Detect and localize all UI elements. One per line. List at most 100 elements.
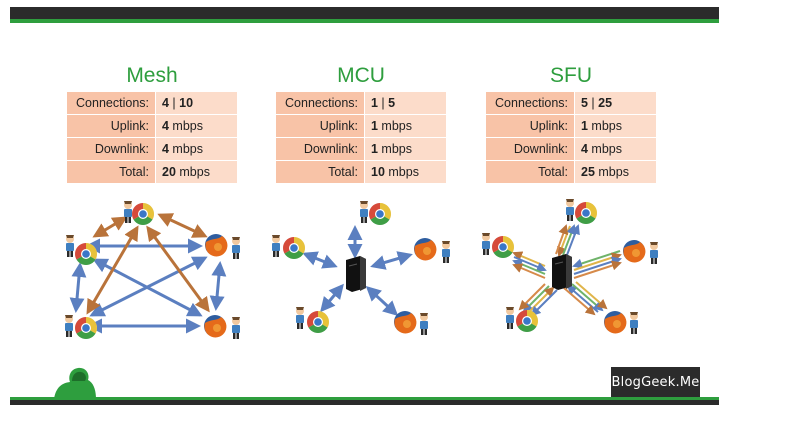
stats-row: Connections:4 | 10	[67, 92, 237, 114]
stats-value: 4 mbps	[156, 115, 237, 137]
firefox-browser-icon	[205, 234, 228, 257]
sfu-title: SFU	[550, 64, 592, 87]
stats-row: Total:20 mbps	[67, 161, 237, 183]
stats-value: 25 mbps	[575, 161, 656, 183]
stats-value: 4 mbps	[156, 138, 237, 160]
stats-label: Connections:	[276, 92, 364, 114]
sfu-link	[527, 286, 555, 314]
sfu-link	[572, 250, 621, 269]
user-figure-icon	[124, 201, 132, 223]
sfu-diagram	[482, 199, 658, 334]
mesh-link	[69, 262, 87, 313]
chrome-browser-icon	[75, 243, 97, 265]
chrome-browser-icon	[516, 310, 538, 332]
chrome-browser-icon	[307, 311, 329, 333]
user-figure-icon	[650, 242, 658, 264]
sfu-link	[555, 224, 569, 255]
firefox-browser-icon	[623, 240, 646, 263]
mcu-link	[302, 251, 338, 269]
user-figure-icon	[566, 199, 574, 221]
user-figure-icon	[66, 235, 74, 257]
sfu-stats-table: Connections:5 | 25 Uplink:1 mbps Downlin…	[486, 92, 656, 184]
stats-value: 4 | 10	[156, 92, 237, 114]
sfu-link	[573, 256, 622, 275]
stats-label: Connections:	[486, 92, 574, 114]
mesh-link	[146, 225, 210, 313]
stats-row: Total:10 mbps	[276, 161, 446, 183]
mesh-link	[157, 213, 208, 238]
user-figure-icon	[65, 315, 73, 337]
stats-row: Downlink:1 mbps	[276, 138, 446, 160]
stats-row: Downlink:4 mbps	[67, 138, 237, 160]
stats-row: Uplink:1 mbps	[276, 115, 446, 137]
user-figure-icon	[232, 237, 240, 259]
user-figure-icon	[360, 201, 368, 223]
mcu-link	[320, 283, 344, 313]
user-figure-icon	[232, 317, 240, 339]
stats-label: Downlink:	[486, 138, 574, 160]
sfu-link	[530, 289, 558, 317]
server-icon	[345, 255, 367, 293]
stats-row: Total:25 mbps	[486, 161, 656, 183]
user-figure-icon	[420, 313, 428, 335]
mesh-link	[92, 216, 128, 238]
sfu-link	[563, 287, 596, 316]
chrome-browser-icon	[132, 203, 154, 225]
stats-value: 1 mbps	[575, 115, 656, 137]
sfu-link	[566, 224, 580, 256]
header-dark-bar	[10, 7, 719, 19]
firefox-browser-icon	[604, 311, 627, 334]
stats-label: Total:	[67, 161, 155, 183]
stats-row: Downlink:4 mbps	[486, 138, 656, 160]
sfu-link	[573, 252, 622, 271]
sfu-link	[512, 259, 546, 275]
stats-label: Downlink:	[67, 138, 155, 160]
mesh-title: Mesh	[126, 64, 178, 87]
user-figure-icon	[296, 307, 304, 329]
mcu-diagram	[272, 201, 450, 335]
server-icon	[551, 253, 573, 291]
mcu-link	[365, 285, 399, 317]
chrome-browser-icon	[492, 236, 514, 258]
sfu-link	[522, 285, 550, 313]
brand-logo: BlogGeek.Me	[611, 367, 700, 399]
mcu-stats-table: Connections:1 | 5 Uplink:1 mbps Downlink…	[276, 92, 446, 184]
chrome-browser-icon	[575, 202, 597, 224]
stats-label: Uplink:	[486, 115, 574, 137]
stats-row: Connections:1 | 5	[276, 92, 446, 114]
stats-label: Uplink:	[67, 115, 155, 137]
mcu-link	[370, 251, 413, 270]
sfu-link	[575, 281, 608, 310]
stats-label: Connections:	[67, 92, 155, 114]
sfu-link	[566, 284, 599, 313]
footer-green-stripe	[10, 397, 719, 400]
mesh-link	[209, 261, 227, 311]
stats-value: 5 | 25	[575, 92, 656, 114]
firefox-browser-icon	[414, 238, 437, 261]
stats-value: 10 mbps	[365, 161, 446, 183]
firefox-browser-icon	[394, 311, 417, 334]
user-figure-icon	[272, 235, 280, 257]
sfu-link	[512, 263, 546, 279]
user-figure-icon	[442, 241, 450, 263]
footer-dark-bar	[10, 400, 719, 405]
mesh-stats-table: Connections:4 | 10 Uplink:4 mbps Downlin…	[67, 92, 237, 184]
chrome-browser-icon	[369, 203, 391, 225]
stats-value: 1 mbps	[365, 115, 446, 137]
sfu-link	[518, 283, 546, 311]
firefox-browser-icon	[204, 315, 227, 338]
stats-label: Total:	[486, 161, 574, 183]
header-green-stripe	[10, 19, 719, 23]
stats-value: 1 mbps	[365, 138, 446, 160]
stats-row: Connections:5 | 25	[486, 92, 656, 114]
sfu-link	[513, 256, 547, 272]
stats-row: Uplink:1 mbps	[486, 115, 656, 137]
mesh-link	[86, 225, 139, 315]
mcu-title: MCU	[337, 64, 385, 87]
stats-label: Uplink:	[276, 115, 364, 137]
stats-label: Downlink:	[276, 138, 364, 160]
user-figure-icon	[630, 312, 638, 334]
user-figure-icon	[506, 307, 514, 329]
sfu-link	[573, 260, 622, 279]
